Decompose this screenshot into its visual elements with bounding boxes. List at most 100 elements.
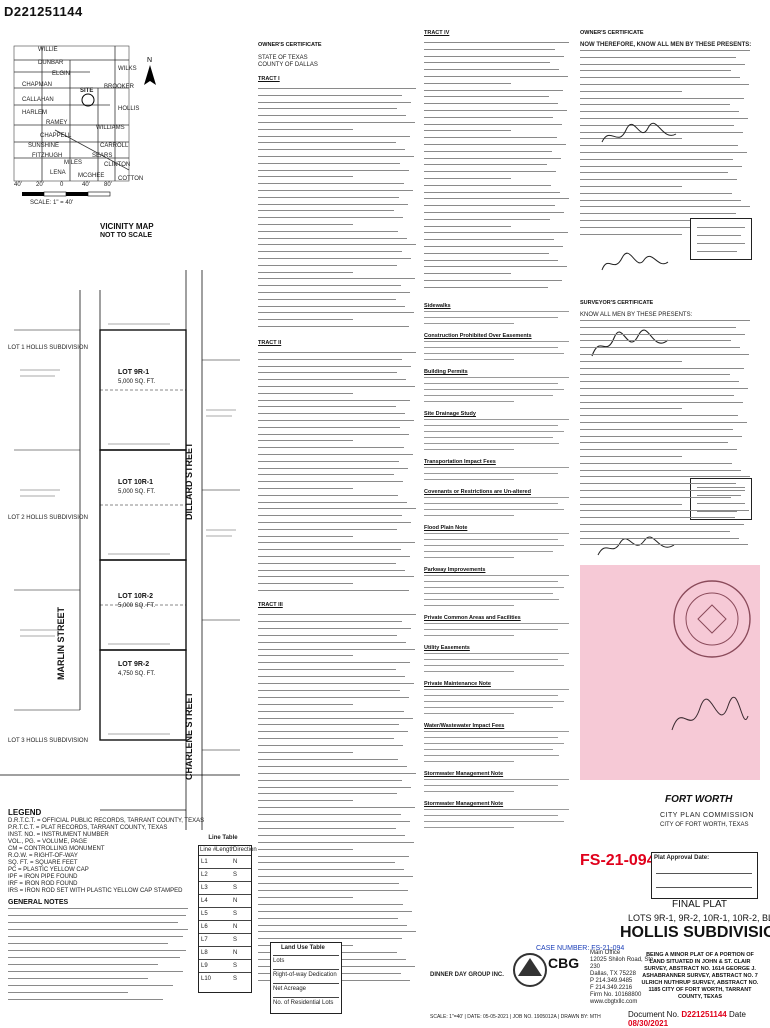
text-line xyxy=(258,620,402,622)
text-line xyxy=(580,206,750,208)
text-line xyxy=(258,508,416,510)
text-line xyxy=(258,562,396,564)
scale-tick: 20' xyxy=(36,182,44,188)
text-line xyxy=(424,743,564,744)
line-id: L3 xyxy=(201,885,208,891)
text-line xyxy=(580,320,750,321)
scale-tick: 0 xyxy=(60,182,64,188)
adjacent-lot: LOT 1 HOLLIS SUBDIVISION xyxy=(8,345,88,351)
text-line xyxy=(258,122,415,123)
text-line xyxy=(258,108,397,110)
vicinity-map-title: VICINITY MAP xyxy=(100,222,154,231)
text-line xyxy=(258,426,400,428)
text-line xyxy=(258,278,415,280)
text-line xyxy=(580,340,731,342)
text-line xyxy=(258,883,399,885)
text-line xyxy=(424,266,567,268)
note-header: Utility Easements xyxy=(424,645,470,651)
text-line xyxy=(580,220,745,221)
text-line xyxy=(424,171,556,173)
text-line xyxy=(580,213,736,215)
text-line xyxy=(580,367,744,369)
text-line xyxy=(258,765,407,767)
text-line xyxy=(258,662,410,664)
text-line xyxy=(424,377,569,378)
text-line xyxy=(580,158,733,160)
surveyor-signature xyxy=(591,329,669,357)
street-hollis: HOLLIS xyxy=(118,106,140,112)
text-line xyxy=(580,186,682,187)
site-label: SITE xyxy=(80,88,94,94)
scale-tick: 40' xyxy=(14,182,22,188)
street-miles: MILES xyxy=(64,160,83,166)
text-line xyxy=(258,717,413,719)
text-line xyxy=(580,70,731,72)
firm-address-line: P 214.349.9485 xyxy=(590,978,633,984)
text-line xyxy=(424,317,558,318)
text-line xyxy=(258,669,396,671)
text-line xyxy=(258,460,399,462)
text-line xyxy=(258,501,407,503)
text-line xyxy=(424,755,559,756)
note-header: Private Maintenance Note xyxy=(424,681,491,687)
text-line xyxy=(580,179,737,181)
vicinity-map-subtitle: NOT TO SCALE xyxy=(100,232,152,239)
text-line xyxy=(424,761,514,762)
street-chappell: CHAPPELL xyxy=(40,133,72,139)
text-line xyxy=(258,251,402,253)
text-line xyxy=(424,323,514,324)
text-line xyxy=(424,89,563,91)
text-line xyxy=(258,938,402,940)
text-line xyxy=(258,224,353,225)
text-line xyxy=(580,56,736,58)
city-of-fort-worth: CITY OF FORT WORTH, TEXAS xyxy=(660,822,749,828)
text-line xyxy=(580,469,741,471)
text-line xyxy=(580,496,731,498)
text-line xyxy=(580,333,745,335)
text-line xyxy=(258,528,397,530)
text-line xyxy=(424,273,511,275)
text-line xyxy=(258,162,400,164)
text-line xyxy=(424,232,568,234)
know-all-men: KNOW ALL MEN BY THESE PRESENTS: xyxy=(580,312,693,318)
street-mcghee: MCGHEE xyxy=(78,173,105,179)
text-line xyxy=(258,203,408,205)
text-line xyxy=(424,809,569,810)
fort-worth-logo: FORT WORTH xyxy=(665,794,733,805)
text-line xyxy=(580,84,749,85)
text-line xyxy=(258,827,396,829)
text-line xyxy=(258,386,415,387)
lot-label: LOT 9R-1 xyxy=(118,369,150,376)
street-dunbar: DUNBAR xyxy=(38,60,64,66)
text-line xyxy=(258,641,406,643)
text-line xyxy=(258,358,402,360)
text-line xyxy=(424,425,558,426)
text-line xyxy=(258,590,409,591)
text-line xyxy=(424,383,558,384)
text-line xyxy=(580,510,749,512)
text-line xyxy=(424,123,562,125)
legend-item: IRS = IRON ROD SET WITH PLASTIC YELLOW C… xyxy=(8,888,183,894)
text-line xyxy=(424,821,564,822)
text-line xyxy=(258,258,411,259)
text-line xyxy=(424,311,569,312)
text-line xyxy=(424,497,569,498)
text-line xyxy=(580,394,734,396)
text-line xyxy=(580,172,728,174)
text-line xyxy=(258,855,409,857)
text-line xyxy=(424,701,564,702)
text-line xyxy=(258,896,353,898)
text-line xyxy=(258,752,353,753)
city-seal xyxy=(673,580,751,658)
legend-item: P.R.T.C.T. = PLAT RECORDS, TARRANT COUNT… xyxy=(8,825,168,831)
line-direction: S xyxy=(233,963,238,969)
text-line xyxy=(258,156,414,157)
text-line xyxy=(258,890,408,891)
text-line xyxy=(580,428,733,430)
lot-area: 4,750 SQ. FT. xyxy=(118,671,156,677)
street-cotton: COTTON xyxy=(118,176,144,182)
text-line xyxy=(424,48,555,50)
